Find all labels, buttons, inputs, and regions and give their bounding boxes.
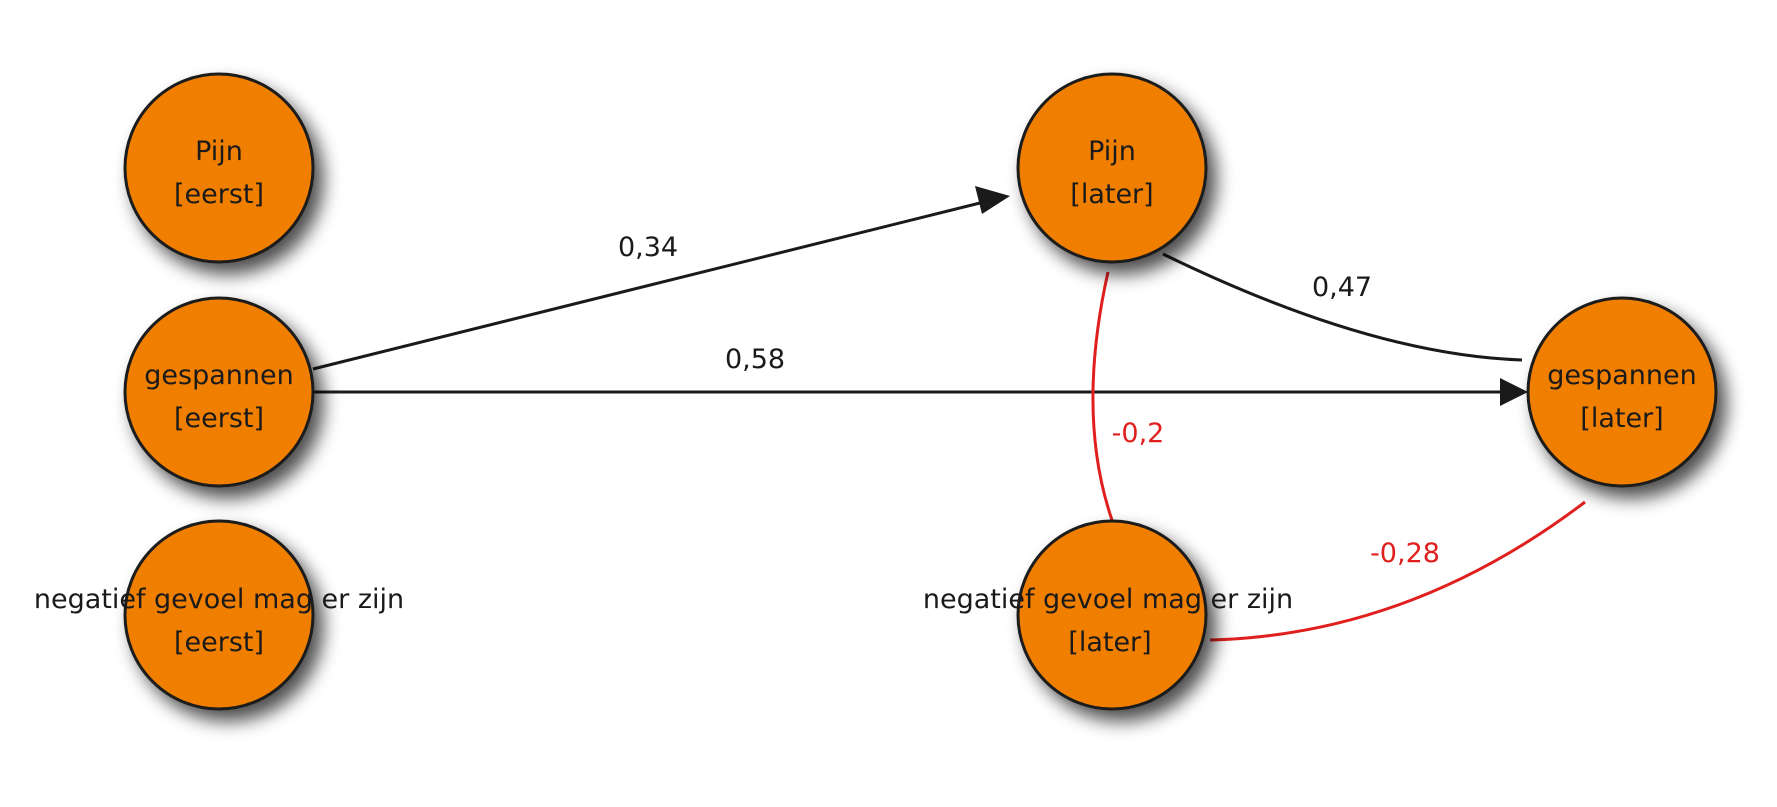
node-label: Pijn bbox=[1088, 136, 1136, 167]
node-circle bbox=[1016, 72, 1208, 264]
node-sublabel: [later] bbox=[1580, 403, 1663, 434]
node-circle bbox=[123, 296, 315, 488]
edge-negatief-later-to-gespannen-later: -0,28 bbox=[1209, 500, 1586, 642]
node-sublabel: [eerst] bbox=[174, 179, 264, 210]
node-sublabel: [eerst] bbox=[174, 627, 264, 658]
edge-gespannen-eerst-to-gespannen-later: 0,58 bbox=[313, 344, 1528, 406]
arrowhead-icon bbox=[975, 186, 1010, 214]
node-sublabel: [later] bbox=[1068, 627, 1151, 658]
node-label: negatief gevoel mag er zijn bbox=[923, 584, 1293, 615]
edge-pijn-later-to-gespannen-later: 0,47 bbox=[1162, 252, 1523, 362]
edge-label: 0,47 bbox=[1312, 272, 1372, 303]
edge-pijn-later-to-negatief-later: -0,2 bbox=[1091, 271, 1165, 521]
node-circle bbox=[123, 72, 315, 264]
edges: 0,34 0,58 0,47 -0,2 -0,28 bbox=[312, 186, 1586, 642]
nodes: Pijn [eerst] gespannen [eerst] negatief … bbox=[34, 72, 1718, 711]
edge-gespannen-eerst-to-pijn-later: 0,34 bbox=[312, 186, 1010, 371]
edge-label: 0,34 bbox=[618, 232, 678, 263]
node-circle bbox=[1016, 519, 1208, 711]
edge-line bbox=[312, 198, 993, 371]
node-sublabel: [later] bbox=[1070, 179, 1153, 210]
edge-label: -0,28 bbox=[1370, 538, 1440, 569]
node-pijn-later: Pijn [later] bbox=[1016, 72, 1208, 264]
node-negatief-eerst: negatief gevoel mag er zijn [eerst] bbox=[34, 519, 404, 711]
node-label: gespannen bbox=[144, 360, 293, 391]
node-circle bbox=[1526, 296, 1718, 488]
node-label: gespannen bbox=[1547, 360, 1696, 391]
edge-label: 0,58 bbox=[725, 344, 785, 375]
edge-line bbox=[1162, 252, 1523, 362]
edge-line bbox=[1209, 500, 1586, 642]
arrowhead-icon bbox=[1500, 378, 1528, 406]
node-label: Pijn bbox=[195, 136, 243, 167]
edge-label: -0,2 bbox=[1112, 418, 1165, 449]
node-circle bbox=[123, 519, 315, 711]
node-negatief-later: negatief gevoel mag er zijn [later] bbox=[923, 519, 1293, 711]
edge-line bbox=[1091, 271, 1114, 521]
node-gespannen-eerst: gespannen [eerst] bbox=[123, 296, 315, 488]
node-pijn-eerst: Pijn [eerst] bbox=[123, 72, 315, 264]
node-gespannen-later: gespannen [later] bbox=[1526, 296, 1718, 488]
node-label: negatief gevoel mag er zijn bbox=[34, 584, 404, 615]
node-sublabel: [eerst] bbox=[174, 403, 264, 434]
